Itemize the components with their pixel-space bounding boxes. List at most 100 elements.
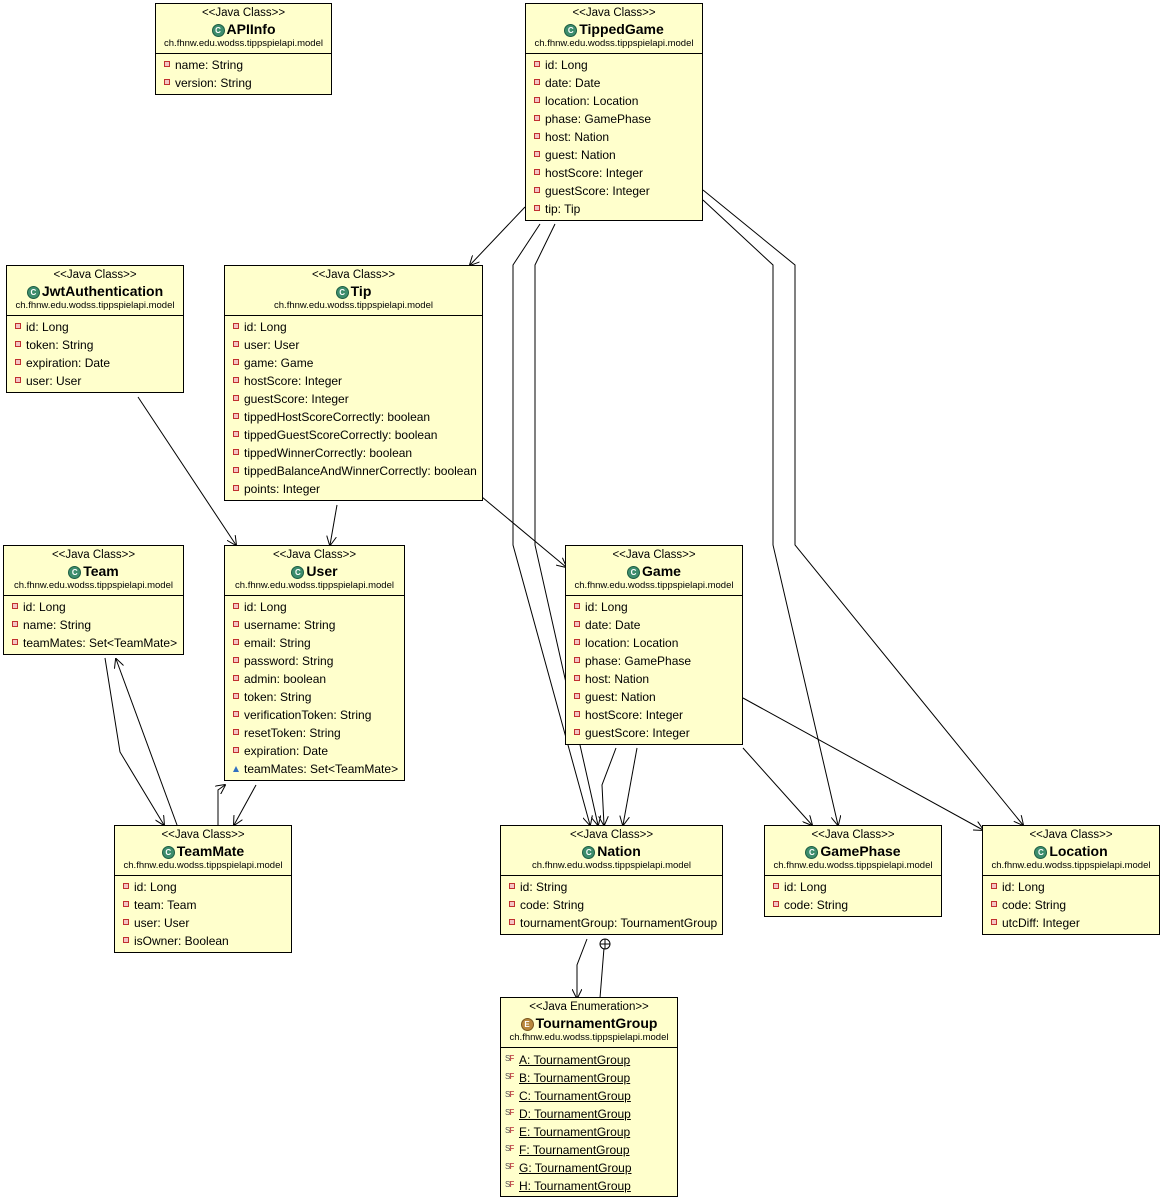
attribute-text: H: TournamentGroup	[519, 1179, 631, 1193]
attribute-row: teamMates: Set<TeamMate>	[4, 634, 183, 652]
stereotype: <<Java Class>>	[201, 7, 286, 19]
attribute-row: isOwner: Boolean	[115, 932, 291, 950]
private-visibility-icon	[773, 883, 779, 889]
attribute-text: tippedBalanceAndWinnerCorrectly: boolean	[244, 464, 477, 478]
attribute-text: team: Team	[134, 898, 197, 912]
edge-tip-game	[481, 496, 566, 567]
attribute-text: location: Location	[545, 94, 639, 108]
attribute-row: guestScore: Integer	[526, 182, 702, 200]
private-visibility-icon	[233, 359, 239, 365]
private-visibility-icon	[574, 693, 580, 699]
attribute-text: guest: Nation	[545, 148, 616, 162]
class-name-text: TeamMate	[176, 843, 245, 859]
attribute-text: id: Long	[784, 880, 827, 894]
stereotype: <<Java Class>>	[569, 829, 654, 841]
private-visibility-icon	[534, 61, 540, 67]
private-visibility-icon	[123, 883, 129, 889]
attribute-text: tip: Tip	[545, 202, 581, 216]
attribute-text: F: TournamentGroup	[519, 1143, 630, 1157]
stereotype: <<Java Class>>	[161, 829, 245, 841]
attribute-row: game: Game	[225, 354, 482, 372]
package-name: ch.fhnw.edu.wodss.tippspielapi.model	[534, 38, 694, 49]
attribute-text: expiration: Date	[244, 744, 329, 758]
package-name: ch.fhnw.edu.wodss.tippspielapi.model	[532, 860, 691, 871]
package-name: ch.fhnw.edu.wodss.tippspielapi.model	[235, 580, 394, 591]
package-name: ch.fhnw.edu.wodss.tippspielapi.model	[164, 38, 323, 49]
private-visibility-icon	[233, 341, 239, 347]
private-visibility-icon	[164, 61, 170, 67]
attribute-text: game: Game	[244, 356, 314, 370]
attribute-row: phase: GamePhase	[526, 110, 702, 128]
edge-game-location	[742, 697, 983, 830]
package-name: ch.fhnw.edu.wodss.tippspielapi.model	[509, 1032, 669, 1043]
attribute-row: admin: boolean	[225, 670, 404, 688]
attribute-row: tip: Tip	[526, 200, 702, 218]
package-name: ch.fhnw.edu.wodss.tippspielapi.model	[123, 860, 283, 871]
private-visibility-icon	[233, 639, 239, 645]
edge-jwt-user	[137, 396, 236, 545]
attribute-row: email: String	[225, 634, 404, 652]
class-icon: C	[291, 566, 305, 579]
class-icon: C	[1034, 846, 1048, 859]
attribute-text: D: TournamentGroup	[519, 1107, 631, 1121]
edge-nation-tournamentgroup	[577, 938, 588, 998]
attribute-row: utcDiff: Integer	[983, 914, 1159, 932]
attribute-text: username: String	[244, 618, 336, 632]
attribute-text: hostScore: Integer	[244, 374, 343, 388]
private-visibility-icon	[233, 693, 239, 699]
attribute-row: password: String	[225, 652, 404, 670]
attribute-text: id: Long	[134, 880, 177, 894]
attribute-text: token: String	[26, 338, 94, 352]
private-visibility-icon	[534, 97, 540, 103]
attribute-text: A: TournamentGroup	[519, 1053, 631, 1067]
attribute-text: email: String	[244, 636, 311, 650]
attribute-text: user: User	[244, 338, 300, 352]
attribute-row: hostScore: Integer	[526, 164, 702, 182]
enum-icon: E	[520, 1018, 534, 1031]
private-visibility-icon	[991, 919, 997, 925]
attribute-text: C: TournamentGroup	[519, 1089, 631, 1103]
private-visibility-icon	[574, 711, 580, 717]
stereotype: <<Java Class>>	[572, 7, 656, 19]
attribute-row: code: String	[765, 896, 941, 914]
attribute-list: id: Long code: String	[765, 876, 941, 916]
private-visibility-icon	[509, 919, 515, 925]
private-visibility-icon	[534, 205, 540, 211]
attribute-row: expiration: Date	[225, 742, 404, 760]
attribute-text: date: Date	[585, 618, 641, 632]
private-visibility-icon	[233, 413, 239, 419]
private-visibility-icon	[233, 467, 239, 473]
private-visibility-icon	[991, 901, 997, 907]
attribute-text: isOwner: Boolean	[134, 934, 229, 948]
attribute-text: user: User	[26, 374, 82, 388]
attribute-row: tournamentGroup: TournamentGroup	[501, 914, 722, 932]
class-icon: C	[161, 846, 175, 859]
